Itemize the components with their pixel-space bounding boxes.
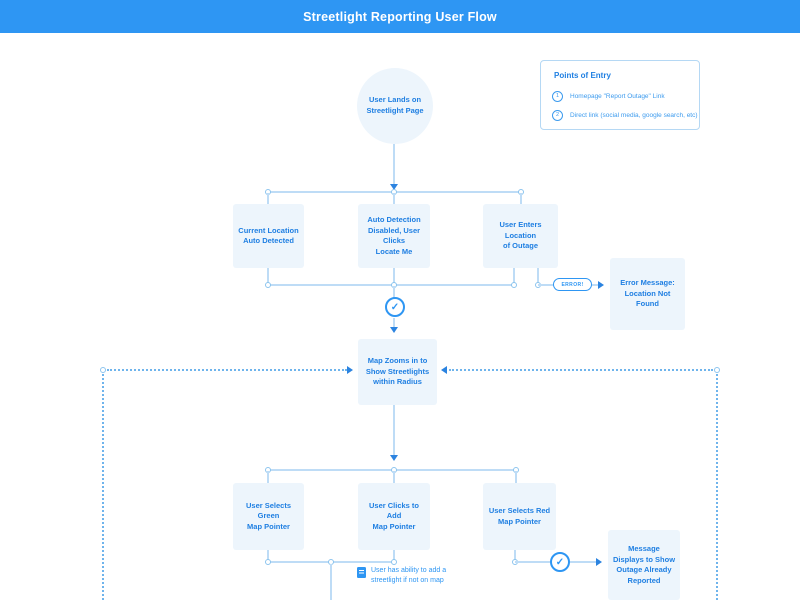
box-select-green-pointer: User Selects Green Map Pointer <box>233 483 304 550</box>
page-title: Streetlight Reporting User Flow <box>303 9 497 24</box>
connector <box>393 405 395 455</box>
box-map-zooms: Map Zooms in to Show Streetlights within… <box>358 339 437 405</box>
box-message-outage-reported: Message Displays to Show Outage Already … <box>608 530 680 600</box>
dashed-connector <box>102 374 104 600</box>
connector <box>513 268 515 285</box>
arrow-down-icon <box>390 455 398 461</box>
box-user-enters-location: User Enters Location of Outage <box>483 204 558 268</box>
junction-dot <box>265 282 271 288</box>
document-icon <box>357 567 366 578</box>
connector <box>330 564 332 600</box>
connector <box>514 550 516 562</box>
connector <box>267 550 269 562</box>
connector <box>520 193 522 204</box>
junction-dot <box>265 559 271 565</box>
entry-item-2: 2 Direct link (social media, google sear… <box>552 109 698 121</box>
junction-dot <box>100 367 106 373</box>
connector <box>393 550 395 562</box>
check-icon: ✓ <box>550 552 570 572</box>
check-icon: ✓ <box>385 297 405 317</box>
connector <box>267 193 269 204</box>
connector <box>267 471 269 483</box>
entry-number-icon: 2 <box>552 109 563 121</box>
box-error-message: Error Message: Location Not Found <box>610 258 685 330</box>
arrow-right-icon <box>596 558 602 566</box>
entry-label: Homepage "Report Outage" Link <box>570 92 665 100</box>
connector <box>393 144 395 184</box>
arrow-right-icon <box>347 366 353 374</box>
header-bar: Streetlight Reporting User Flow <box>0 0 800 33</box>
connector <box>393 471 395 483</box>
box-select-red-pointer: User Selects Red Map Pointer <box>483 483 556 550</box>
junction-dot <box>511 282 517 288</box>
start-node-user-lands: User Lands on Streetlight Page <box>357 68 433 144</box>
dashed-connector <box>449 369 713 371</box>
arrow-right-icon <box>598 281 604 289</box>
arrow-down-icon <box>390 184 398 190</box>
box-current-location-auto-detected: Current Location Auto Detected <box>233 204 304 268</box>
junction-dot <box>391 559 397 565</box>
connector <box>393 268 395 285</box>
entry-label: Direct link (social media, google search… <box>570 111 698 119</box>
connector <box>393 318 395 327</box>
entry-number-icon: 1 <box>552 90 563 102</box>
points-of-entry-title: Points of Entry <box>554 71 611 80</box>
points-of-entry-panel: Points of Entry 1 Homepage "Report Outag… <box>540 60 700 130</box>
entry-item-1: 1 Homepage "Report Outage" Link <box>552 90 665 102</box>
box-auto-detection-disabled: Auto Detection Disabled, User Clicks Loc… <box>358 204 430 268</box>
arrow-down-icon <box>390 327 398 333</box>
connector <box>592 284 599 286</box>
connector <box>570 561 597 563</box>
dashed-connector <box>716 374 718 600</box>
connector <box>393 193 395 204</box>
arrow-left-icon <box>441 366 447 374</box>
dashed-connector <box>107 369 347 371</box>
error-badge: ERROR! <box>553 278 592 291</box>
connector <box>393 286 395 298</box>
junction-dot <box>714 367 720 373</box>
connector <box>515 561 550 563</box>
connector <box>267 268 269 285</box>
connector <box>538 284 553 286</box>
note-add-streetlight: User has ability to add a streetlight if… <box>371 567 447 584</box>
connector <box>515 471 517 483</box>
connector <box>537 268 539 285</box>
box-click-add-pointer: User Clicks to Add Map Pointer <box>358 483 430 550</box>
